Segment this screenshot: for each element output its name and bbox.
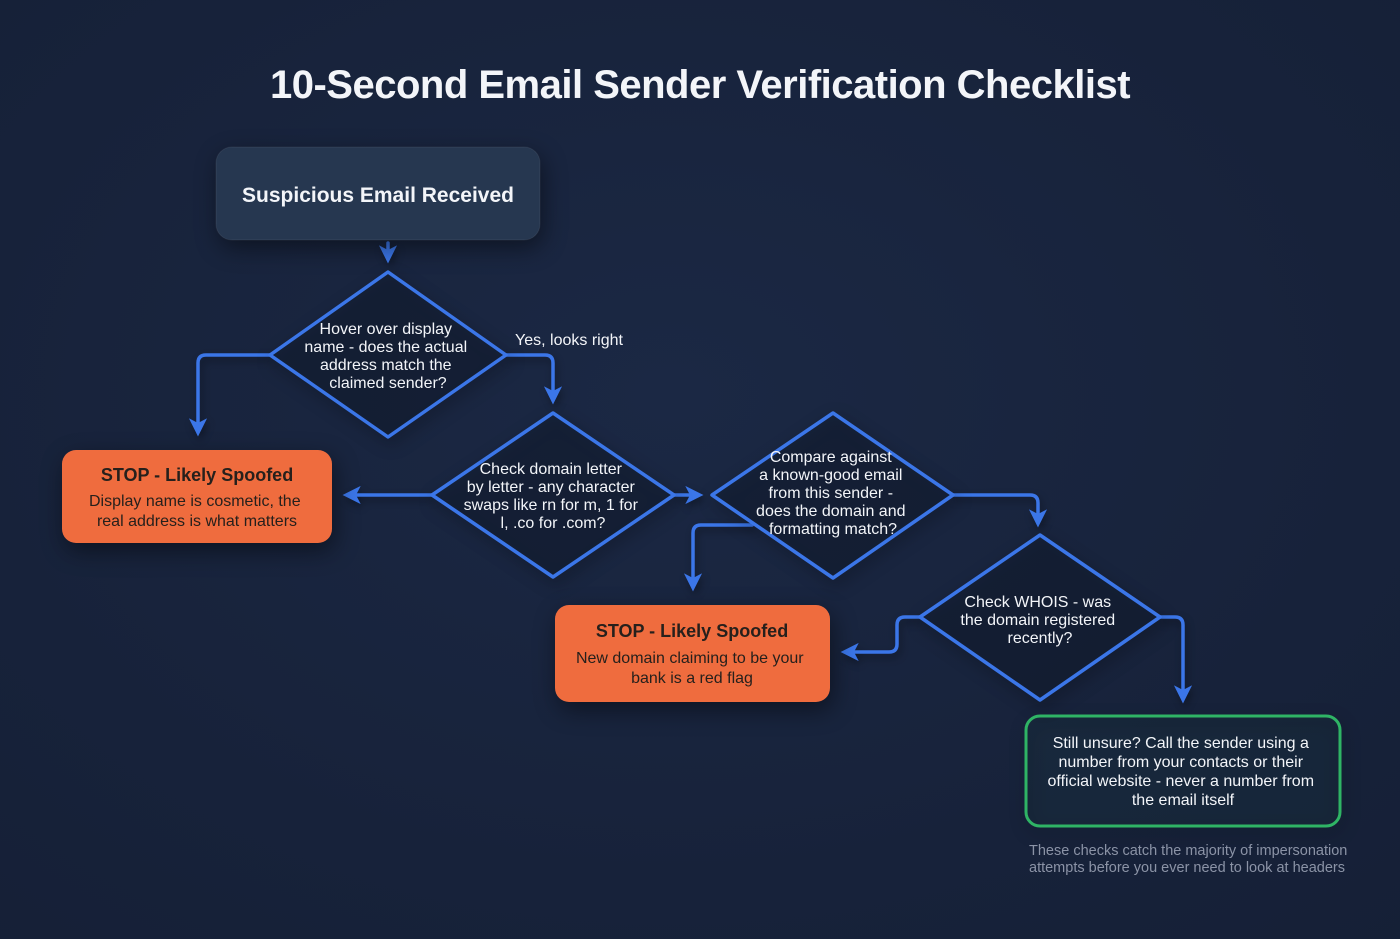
- edge-known-good-yes: [951, 493, 1048, 528]
- decision-known-good-shape: [710, 411, 955, 580]
- start-node-box: [215, 146, 541, 241]
- edge-known-good-no: [683, 523, 754, 592]
- decision-display-name-label: Hover over display name - does the actua…: [304, 321, 471, 392]
- stop-box-new-domain-shape: [555, 605, 830, 702]
- decision-domain-letters-label: Check domain letter by letter - any char…: [464, 461, 643, 532]
- decision-known-good: Compare against a known-good email from …: [710, 411, 955, 580]
- start-node: Suspicious Email Received: [215, 146, 541, 241]
- footer-note: These checks catch the majority of imper…: [1029, 843, 1351, 876]
- stop-box-display-name-shape: [62, 450, 332, 543]
- page-title: 10-Second Email Sender Verification Chec…: [270, 63, 1130, 107]
- decision-whois-label: Check WHOIS - was the domain registered …: [960, 594, 1119, 647]
- call-sender-box-shape: [1024, 714, 1342, 828]
- stop-box-display-name: STOP - Likely Spoofed Display name is co…: [62, 450, 332, 543]
- call-sender-box: Still unsure? Call the sender using a nu…: [1024, 714, 1342, 828]
- edge-display-name-no: [188, 353, 272, 437]
- call-sender-box-label: Still unsure? Call the sender using a nu…: [1048, 735, 1319, 809]
- edge-whois-yes: [1158, 615, 1193, 704]
- stop-box-display-name-body: Display name is cosmetic, the real addre…: [89, 493, 305, 530]
- decision-domain-letters: Check domain letter by letter - any char…: [430, 411, 676, 579]
- stop-box-display-name-title: STOP - Likely Spoofed: [101, 465, 293, 485]
- decision-domain-letters-shape: [430, 411, 676, 579]
- decision-whois: Check WHOIS - was the domain registered …: [918, 533, 1162, 702]
- edge-display-name-yes: [504, 353, 563, 405]
- decision-whois-shape: [918, 533, 1162, 702]
- stop-box-new-domain-body: New domain claiming to be your bank is a…: [576, 650, 808, 687]
- decision-display-name-shape: [268, 270, 508, 439]
- edge-label-yes-looks-right: Yes, looks right: [515, 332, 623, 349]
- stop-box-new-domain: STOP - Likely Spoofed New domain claimin…: [555, 605, 830, 702]
- decision-known-good-label: Compare against a known-good email from …: [756, 449, 910, 538]
- stop-box-new-domain-title: STOP - Likely Spoofed: [596, 621, 788, 641]
- start-node-label: Suspicious Email Received: [242, 184, 514, 207]
- decision-display-name: Hover over display name - does the actua…: [268, 270, 508, 439]
- edge-whois-no: [840, 615, 922, 662]
